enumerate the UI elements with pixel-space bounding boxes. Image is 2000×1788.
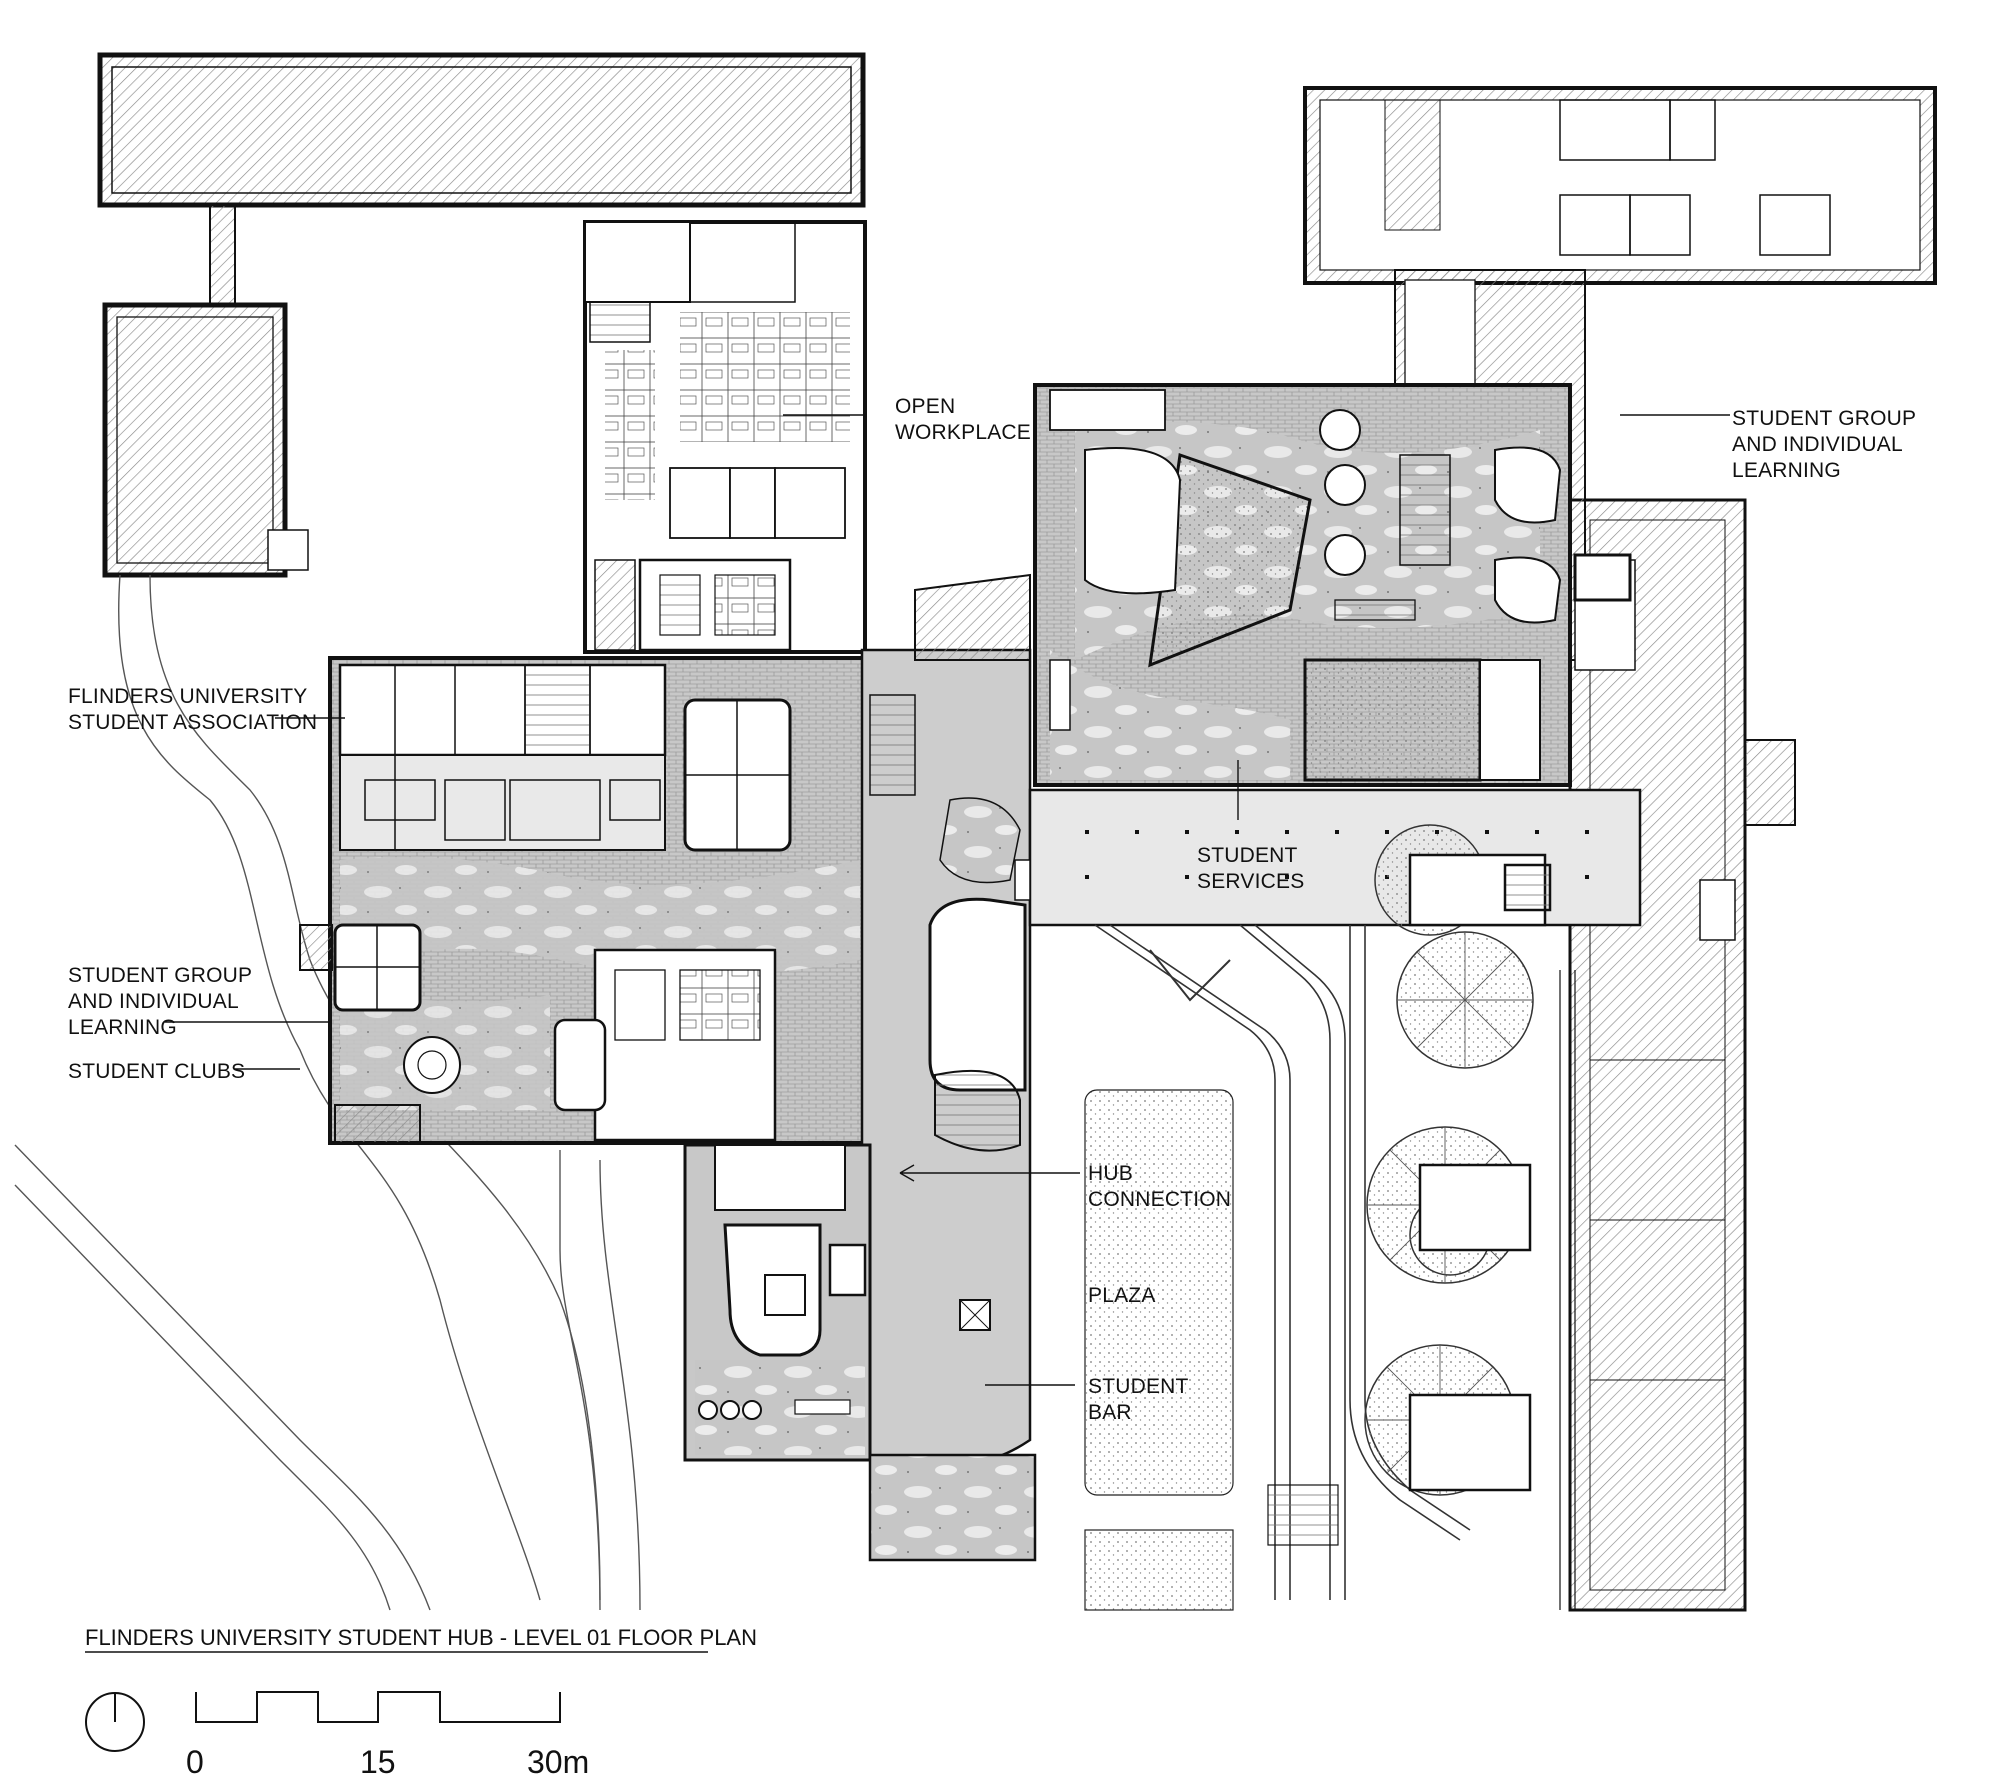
label-open-workplace: OPEN WORKPLACE — [895, 395, 1031, 444]
east-edge-column — [1559, 970, 1576, 1610]
student-bar-block — [683, 1143, 1037, 1562]
scale-bar: 0 15 30m — [186, 1691, 589, 1780]
label-student-clubs: STUDENT CLUBS — [68, 1060, 245, 1083]
landscape-structures — [1408, 853, 1552, 1492]
svg-text:AND INDIVIDUAL: AND INDIVIDUAL — [1732, 433, 1903, 456]
scale-label-30m: 30m — [527, 1744, 589, 1780]
west-wing — [299, 656, 872, 1145]
existing-building-north-east — [1303, 86, 1937, 285]
svg-text:STUDENT GROUP: STUDENT GROUP — [68, 964, 252, 987]
label-hub-connection: HUB CONNECTION — [1088, 1162, 1231, 1211]
open-workplace-block — [583, 220, 867, 654]
svg-text:FLINDERS UNIVERSITY: FLINDERS UNIVERSITY — [68, 685, 308, 708]
svg-text:WORKPLACE: WORKPLACE — [895, 421, 1031, 444]
svg-text:STUDENT ASSOCIATION: STUDENT ASSOCIATION — [68, 711, 317, 734]
existing-building-east — [1568, 498, 1796, 1612]
label-plaza: PLAZA — [1088, 1284, 1156, 1307]
svg-text:STUDENT: STUDENT — [1088, 1375, 1189, 1398]
existing-building-north-west — [97, 52, 866, 306]
label-leaders — [165, 414, 1730, 1386]
hub-connection — [860, 573, 1032, 1462]
plan-title: FLINDERS UNIVERSITY STUDENT HUB - LEVEL … — [85, 1625, 757, 1650]
svg-text:CONNECTION: CONNECTION — [1088, 1188, 1231, 1211]
landscape-paths — [14, 574, 641, 1611]
label-student-group-east: STUDENT GROUP AND INDIVIDUAL LEARNING — [1732, 407, 1916, 482]
svg-text:AND INDIVIDUAL: AND INDIVIDUAL — [68, 990, 239, 1013]
svg-text:STUDENT GROUP: STUDENT GROUP — [1732, 407, 1916, 430]
svg-text:BAR: BAR — [1088, 1401, 1132, 1424]
label-student-group-west: STUDENT GROUP AND INDIVIDUAL LEARNING — [68, 964, 252, 1039]
student-services-block — [1033, 383, 1632, 787]
plaza — [1084, 1089, 1234, 1611]
label-student-services: STUDENT SERVICES — [1197, 844, 1304, 893]
north-arrow-icon — [85, 1692, 145, 1752]
label-fusa: FLINDERS UNIVERSITY STUDENT ASSOCIATION — [68, 685, 317, 734]
label-student-bar: STUDENT BAR — [1088, 1375, 1189, 1424]
svg-text:STUDENT: STUDENT — [1197, 844, 1298, 867]
steps — [1267, 1484, 1339, 1546]
svg-text:LEARNING: LEARNING — [68, 1016, 177, 1039]
scale-label-15: 15 — [360, 1744, 396, 1780]
svg-text:OPEN: OPEN — [895, 395, 955, 418]
existing-building-west — [102, 302, 309, 578]
svg-text:LEARNING: LEARNING — [1732, 459, 1841, 482]
svg-text:HUB: HUB — [1088, 1162, 1133, 1185]
scale-label-0: 0 — [186, 1744, 204, 1780]
svg-text:SERVICES: SERVICES — [1197, 870, 1304, 893]
